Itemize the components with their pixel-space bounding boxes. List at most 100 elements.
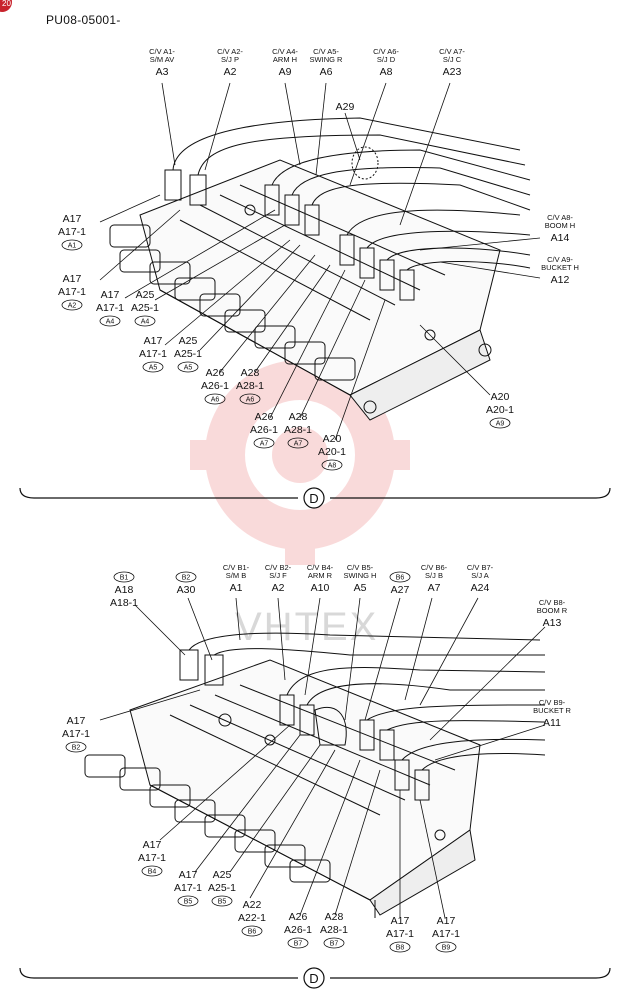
top-callout-labels: C/V A1- S/M AV A3 C/V A2- S/J P A2 C/V A… [58, 47, 579, 471]
callout-text: S/J B [425, 571, 443, 580]
callout-a7-top: C/V B6- S/J B A7 [421, 563, 448, 594]
watermark-text: VHTEX [235, 605, 378, 649]
callout-text: A28 [241, 367, 260, 379]
callout-text: A30 [177, 584, 196, 596]
callout-text: A26-1 [284, 924, 312, 936]
callout-text: A6 [246, 397, 255, 404]
callout-text: A11 [543, 717, 561, 729]
callout-text: A17 [101, 289, 120, 301]
callout-text: C/V B8- [539, 598, 566, 607]
callout-text: A27 [391, 584, 410, 596]
callout-text: A17-1 [386, 928, 414, 940]
callout-text: A7 [428, 582, 441, 594]
callout-a7-left: A26 A26-1 A7 [250, 411, 278, 449]
callout-text: A1 [230, 582, 243, 594]
callout-a24: C/V B7- S/J A A24 [467, 563, 494, 594]
callout-text: B1 [120, 575, 129, 582]
callout-text: A8 [328, 463, 337, 470]
callout-a12: C/V A9- BUCKET H A12 [541, 255, 579, 286]
callout-text: C/V B9- [539, 698, 566, 707]
callout-a6-right: A28 A28-1 A6 [236, 367, 264, 405]
callout-b7-left: A26 A26-1 B7 [284, 911, 312, 949]
callout-text: A17-1 [58, 226, 86, 238]
callout-text: B7 [330, 941, 339, 948]
callout-text: B7 [294, 941, 303, 948]
callout-text: C/V A6- [373, 47, 399, 56]
callout-text: A25 [213, 869, 232, 881]
callout-text: A7 [260, 441, 269, 448]
callout-text: A4 [141, 319, 150, 326]
callout-text: BUCKET R [533, 706, 571, 715]
callout-text: A17 [179, 869, 198, 881]
callout-text: C/V B4- [307, 563, 334, 572]
callout-a9-bottom: A20 A20-1 A9 [486, 391, 514, 429]
callout-text: A26 [255, 411, 274, 423]
callout-text: C/V A5- [313, 47, 339, 56]
callout-text: B2 [182, 575, 191, 582]
callout-text: C/V A8- [547, 213, 573, 222]
callout-text: B8 [396, 945, 405, 952]
callout-text: A14 [551, 232, 570, 244]
callout-text: B6 [248, 929, 257, 936]
callout-text: S/J D [377, 55, 396, 64]
callout-text: A5 [184, 365, 193, 372]
callout-text: A17 [391, 915, 410, 927]
callout-text: A9 [496, 421, 505, 428]
callout-text: C/V B7- [467, 563, 494, 572]
top-section-bracket [19, 487, 611, 509]
callout-text: A20-1 [318, 446, 346, 458]
callout-text: BUCKET H [541, 263, 579, 272]
callout-text: A23 [443, 66, 462, 78]
callout-text: A20 [491, 391, 510, 403]
callout-a14: C/V A8- BOOM H A14 [545, 213, 575, 244]
callout-a10: C/V B4- ARM R A10 [307, 563, 334, 594]
callout-text: A17 [144, 335, 163, 347]
callout-text: A26 [206, 367, 225, 379]
callout-text: S/J A [471, 571, 489, 580]
top-leader-lines [99, 82, 541, 441]
callout-b6: A22 A22-1 B6 [238, 899, 266, 937]
callout-text: A28-1 [320, 924, 348, 936]
callout-text: A29 [336, 101, 355, 113]
callout-text: S/M AV [150, 55, 174, 64]
callout-text: A2 [224, 66, 237, 78]
callout-text: C/V A7- [439, 47, 465, 56]
callout-text: A24 [471, 582, 490, 594]
bottom-valve-assembly [84, 632, 546, 918]
callout-text: A17-1 [62, 728, 90, 740]
callout-a29: A29 [336, 101, 355, 113]
callout-text: C/V A4- [272, 47, 298, 56]
callout-text: A17-1 [432, 928, 460, 940]
callout-text: A28 [289, 411, 308, 423]
callout-text: SWING R [310, 55, 343, 64]
callout-text: C/V B5- [347, 563, 374, 572]
callout-a2: C/V A2- S/J P A2 [217, 47, 243, 78]
callout-b2: B2 A30 [175, 571, 197, 596]
callout-a2-top: C/V B2- S/J F A2 [265, 563, 292, 594]
callout-b9: A17 A17-1 B9 [432, 915, 460, 953]
callout-text: A3 [156, 66, 169, 78]
bottom-section-bracket [19, 967, 611, 989]
callout-text: C/V A2- [217, 47, 243, 56]
callout-text: BOOM R [537, 606, 568, 615]
callout-text: A20-1 [486, 404, 514, 416]
callout-text: C/V B2- [265, 563, 292, 572]
callout-text: A5 [354, 582, 367, 594]
page-number-badge: 20 [0, 0, 12, 12]
callout-text: A25-1 [174, 348, 202, 360]
callout-a3: C/V A1- S/M AV A3 [149, 47, 175, 78]
callout-text: C/V A1- [149, 47, 175, 56]
callout-text: A13 [543, 617, 562, 629]
callout-text: ARM H [273, 55, 297, 64]
callout-text: A10 [311, 582, 330, 594]
callout-a8-bottom: A20 A20-1 A8 [318, 433, 346, 471]
callout-text: A17-1 [96, 302, 124, 314]
callout-a23: C/V A7- S/J C A23 [439, 47, 465, 78]
callout-text: B4 [148, 869, 157, 876]
callout-text: A17 [437, 915, 456, 927]
callout-text: A17 [63, 213, 82, 225]
bottom-leader-lines [99, 597, 546, 919]
callout-text: C/V A9- [547, 255, 573, 264]
callout-text: A2 [272, 582, 285, 594]
callout-text: A25 [179, 335, 198, 347]
